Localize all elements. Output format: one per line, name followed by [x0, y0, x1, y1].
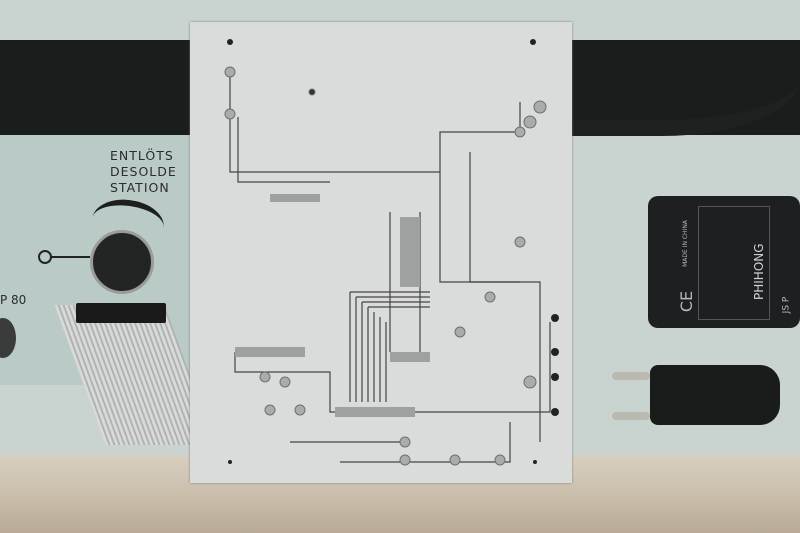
- ribbon-connector: [76, 303, 166, 323]
- station-model-label: P 80: [0, 293, 27, 307]
- station-label-line2: DESOLDE: [110, 164, 177, 179]
- power-adapter: [648, 196, 800, 328]
- ce-mark: CE: [677, 290, 697, 313]
- arrow-line: [50, 256, 90, 258]
- adapter-brand: PHIHONG: [752, 243, 766, 300]
- plug-pin: [612, 412, 650, 420]
- station-label-line3: STATION: [110, 180, 170, 195]
- adapter-code: JS P: [781, 296, 792, 314]
- euro-plug: [650, 365, 780, 425]
- printed-circuit-board: [190, 22, 572, 483]
- socket: [0, 318, 16, 358]
- pcb-traces: [224, 39, 559, 466]
- adapter-label-plate: [698, 206, 770, 320]
- temperature-knob: [90, 230, 154, 294]
- plug-pin: [612, 372, 650, 380]
- adapter-origin: MADE IN CHINA: [681, 220, 689, 267]
- station-label-line1: ENTLÖTS: [110, 148, 174, 163]
